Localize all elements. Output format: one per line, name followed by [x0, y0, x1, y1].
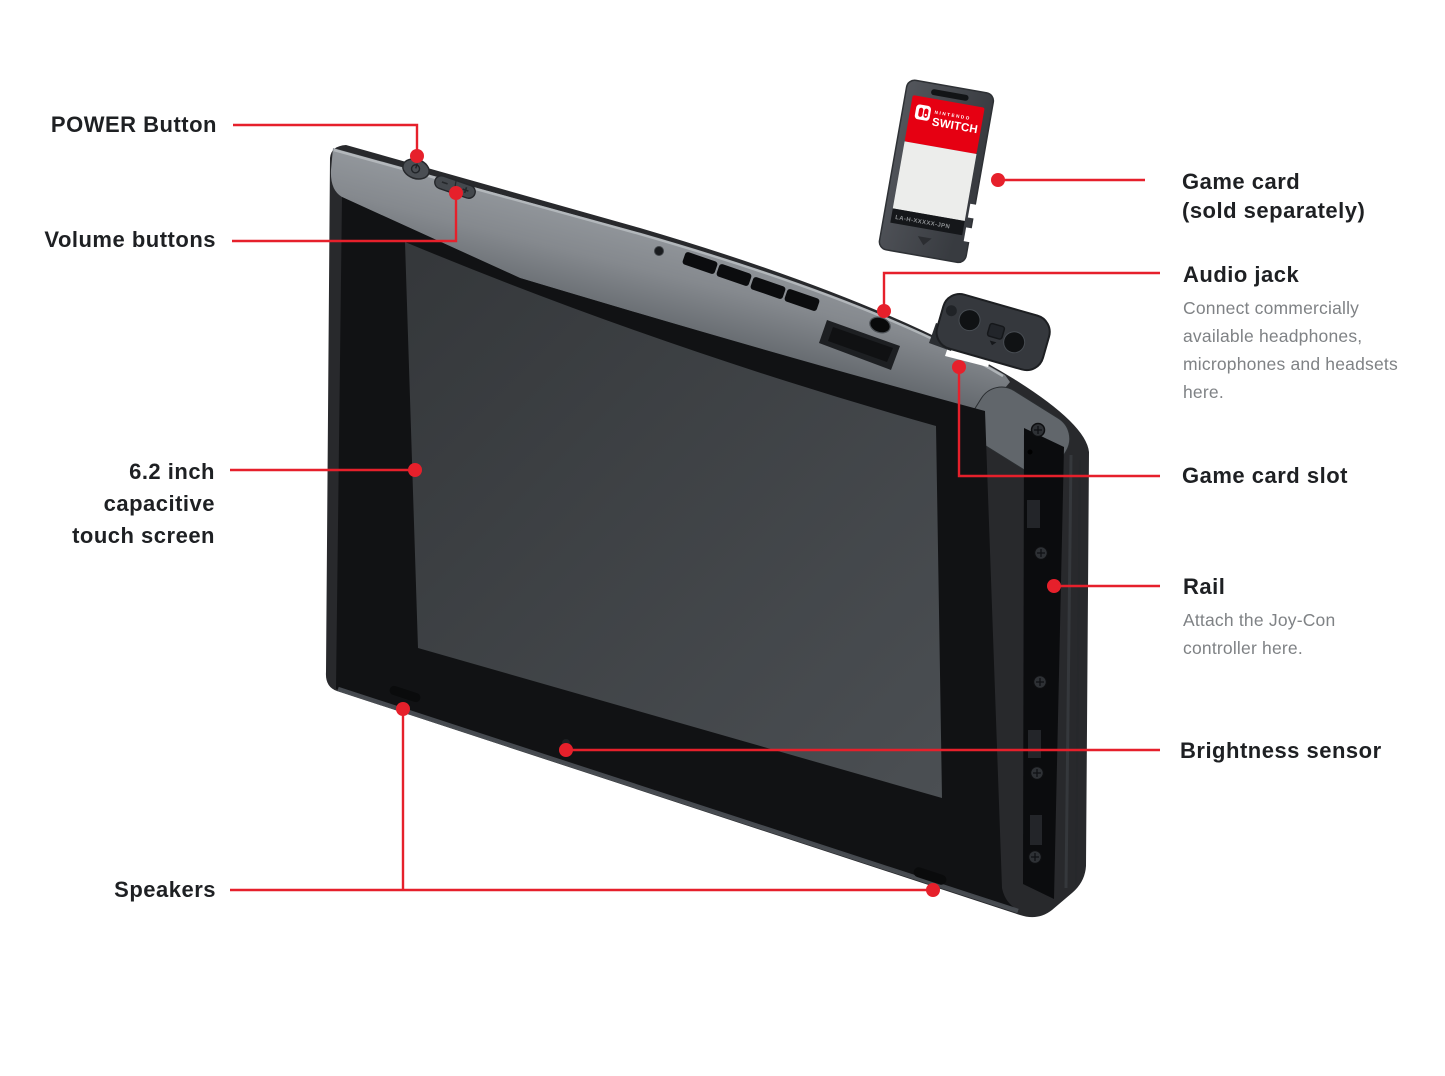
bottom-chamfer [337, 686, 1019, 914]
logo-brand-text: NINTENDO [934, 110, 971, 121]
rail-dot [1047, 579, 1061, 593]
brightness-dot [559, 743, 573, 757]
label-speakers: Speakers [114, 877, 216, 902]
screen-dot [408, 463, 422, 477]
label-game-card: Game card (sold separately) [1182, 167, 1365, 225]
game-card-top-slot [931, 89, 969, 101]
label-audio-jack-description: Connect commercially available headphone… [1183, 298, 1398, 402]
label-rail-description: Attach the Joy-Con controller here. [1183, 610, 1336, 658]
rail [1023, 422, 1081, 899]
top-edge-screw [654, 246, 664, 256]
rail-pin-hole [1027, 449, 1033, 455]
speaker-right-dot [926, 883, 940, 897]
label-game-card-slot: Game card slot [1182, 463, 1348, 488]
label-volume-buttons: Volume buttons [44, 227, 216, 252]
label-game-card-line1: Game card [1182, 169, 1301, 194]
volume-callout-line [232, 197, 458, 243]
console-body [325, 145, 1089, 918]
game-card-slot-dot [952, 360, 966, 374]
game-card-code-band [890, 208, 965, 236]
audio-jack-callout-line [882, 271, 1160, 308]
power-callout-line [233, 123, 419, 152]
callout-lines [230, 123, 1160, 892]
game-card-dot [991, 173, 1005, 187]
label-power-button: POWER Button [50, 112, 217, 137]
game-card-slot-flap [935, 293, 1051, 372]
label-touch-screen-line1: 6.2 inch [129, 459, 215, 484]
callout-dots [396, 149, 1061, 897]
speaker-slot-right [913, 867, 947, 885]
volume-dot [449, 186, 463, 200]
game-card-label-white [892, 141, 977, 222]
rail-screws [1027, 422, 1049, 865]
label-rail: Rail [1183, 574, 1226, 599]
game-card-notch-1 [967, 203, 980, 220]
game-card-triangle [917, 236, 932, 246]
label-touch-screen-line3: touch screen [72, 523, 215, 548]
game-card-notch-2 [963, 227, 975, 243]
label-audio-jack: Audio jack [1183, 262, 1300, 287]
game-card-slot-callout-line [957, 369, 1160, 478]
right-face-line-1 [1064, 454, 1073, 889]
label-brightness-sensor: Brightness sensor [1180, 738, 1382, 763]
speaker-left-dot [396, 702, 410, 716]
label-game-card-line2: (sold separately) [1182, 198, 1366, 223]
rail-groove [1023, 428, 1064, 899]
power-dot [410, 149, 424, 163]
game-card-slot-housing [819, 320, 900, 370]
right-face-line-2 [1075, 459, 1081, 886]
game-card: NINTENDO SWITCH LA-H-XXXXX-JPN [878, 79, 995, 264]
label-touch-screen-line2: capacitive [103, 491, 215, 516]
air-vents [682, 252, 820, 311]
audio-jack-dot [877, 304, 891, 318]
label-touch-screen: 6.2 inch capacitive touch screen [72, 456, 215, 552]
audio-jack-hole [869, 316, 891, 334]
touch-screen [405, 242, 942, 798]
speaker-slot-left [389, 685, 421, 703]
